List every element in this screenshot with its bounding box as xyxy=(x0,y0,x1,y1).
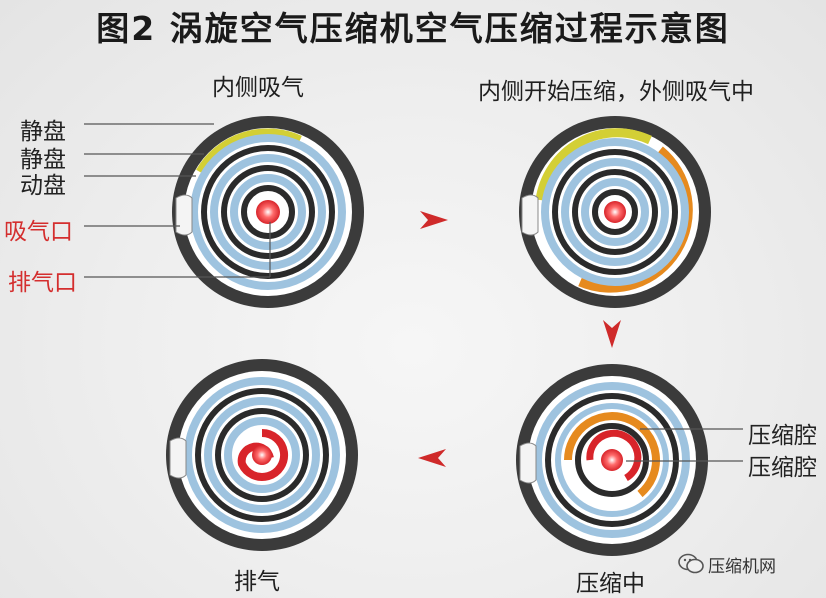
disc-inner-suction xyxy=(172,116,364,308)
disc-compressing xyxy=(516,364,708,556)
stage-caption-compressing: 压缩中 xyxy=(576,571,645,597)
discharge-port-glow xyxy=(252,445,272,465)
watermark-text: 压缩机网 xyxy=(708,557,776,577)
label-suction-port: 吸气口 xyxy=(4,219,73,245)
discharge-port-glow xyxy=(604,201,626,223)
stage-caption-discharge: 排气 xyxy=(234,569,280,595)
label-discharge-port: 排气口 xyxy=(8,270,77,296)
label-fixed-scroll-1: 静盘 xyxy=(20,119,66,145)
suction-port-notch xyxy=(519,442,537,484)
label-orbiting-scroll: 动盘 xyxy=(20,173,66,199)
compressing-gas-arc xyxy=(564,412,660,498)
leader-lines xyxy=(84,123,743,462)
label-fixed-scroll-2: 静盘 xyxy=(20,147,66,173)
arrow-right-icon xyxy=(420,211,448,229)
discharge-port-glow xyxy=(601,449,623,471)
figure-title: 图2 涡旋空气压缩机空气压缩过程示意图 xyxy=(96,9,730,48)
suction-gas-arc xyxy=(535,128,652,201)
suction-port-notch xyxy=(169,437,187,479)
discharge-port-glow xyxy=(256,200,280,224)
label-compression-chamber-1: 压缩腔 xyxy=(748,423,817,449)
suction-port-notch xyxy=(521,194,539,236)
compressing-gas-arc-inner xyxy=(586,429,642,482)
arrow-left-icon xyxy=(418,449,446,467)
suction-gas-arc xyxy=(196,128,302,175)
stage-caption-start-compress: 内侧开始压缩，外侧吸气中 xyxy=(478,79,754,105)
disc-discharge xyxy=(166,359,358,551)
arrow-down-icon xyxy=(603,320,621,348)
wechat-icon xyxy=(678,553,704,574)
disc-start-compress xyxy=(519,116,711,308)
stage-caption-inner-suction: 内侧吸气 xyxy=(212,75,304,101)
suction-port-notch xyxy=(175,194,193,236)
label-compression-chamber-2: 压缩腔 xyxy=(748,455,817,481)
